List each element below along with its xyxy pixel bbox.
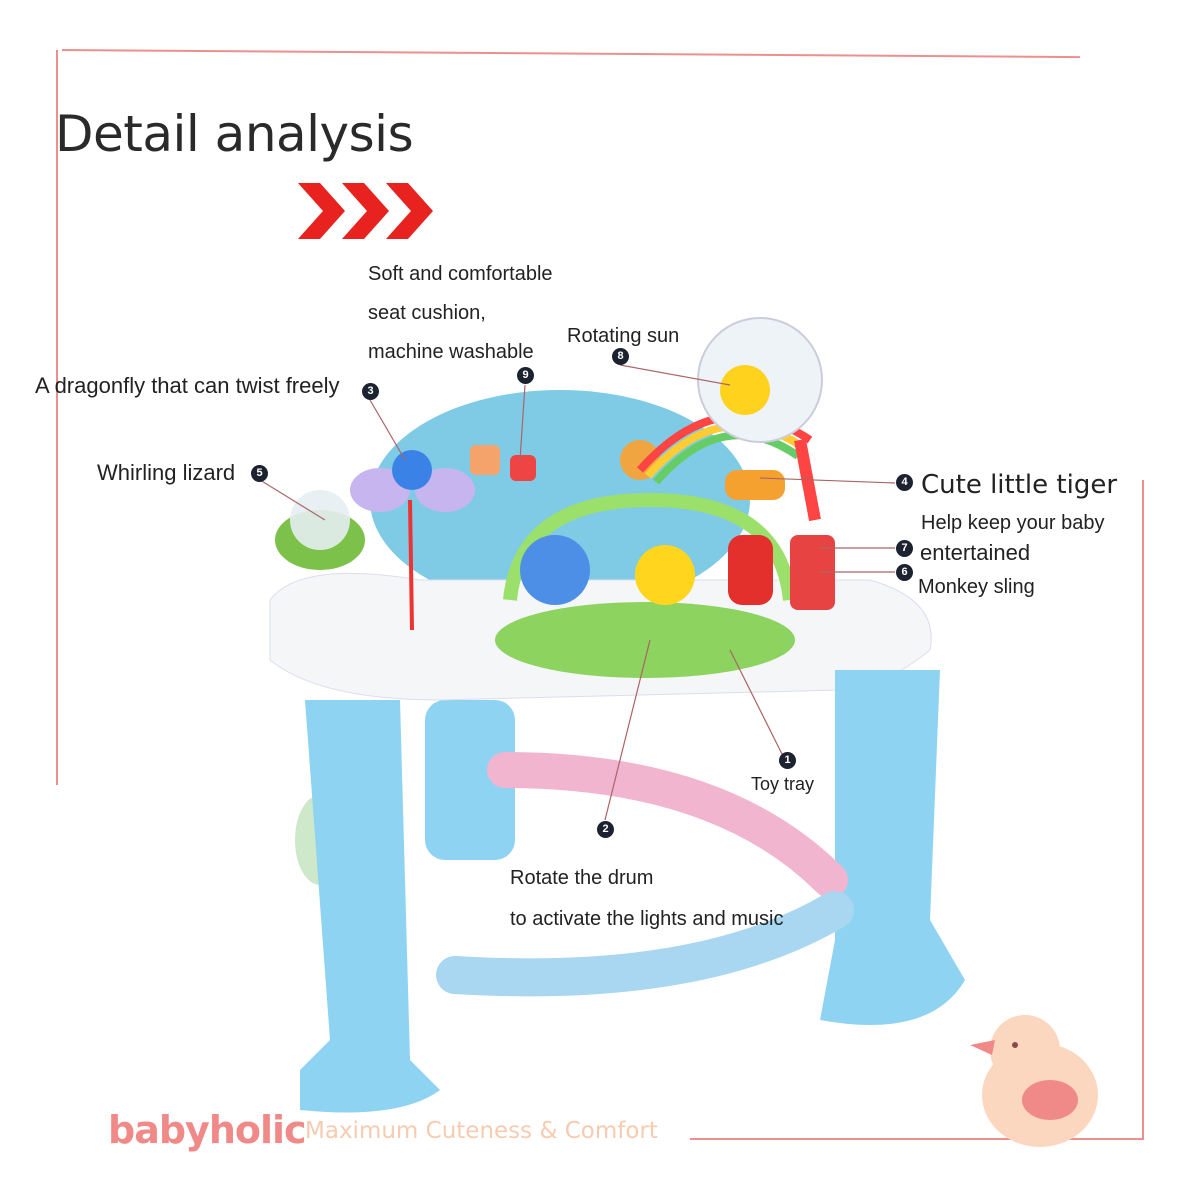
- help-label: Help keep your baby: [921, 512, 1105, 534]
- drum-label-line2: to activate the lights and music: [510, 908, 784, 930]
- frame-right-line: [1142, 480, 1144, 1140]
- rotating-sun-label: Rotating sun: [567, 325, 680, 347]
- badge-seat: 9: [517, 367, 534, 384]
- monkey-label: Monkey sling: [918, 576, 1035, 598]
- dragonfly: [392, 450, 432, 490]
- tiger: [725, 470, 785, 500]
- red-chevron-arrows-icon: [298, 183, 433, 239]
- page-title: Detail analysis: [55, 105, 414, 163]
- monkey: [728, 535, 773, 605]
- frame-bottom-line: [690, 1138, 1144, 1140]
- badge-sun: 8: [612, 348, 629, 365]
- drum-label-line1: Rotate the drum: [510, 867, 654, 889]
- seat-cushion-label-line3: machine washable: [368, 341, 534, 363]
- badge-monkey: 6: [896, 564, 913, 581]
- toy-tray-label: Toy tray: [751, 774, 815, 794]
- badge-entertained: 7: [896, 540, 913, 557]
- duck-logo-icon: [970, 1015, 1098, 1147]
- lizard-label: Whirling lizard: [97, 460, 236, 485]
- seat-cushion-label-line2: seat cushion,: [368, 302, 486, 324]
- frame-left-line: [56, 50, 58, 785]
- blue-padded-ring: [436, 891, 854, 997]
- toy-tray: [495, 602, 795, 678]
- front-left-leg: [300, 700, 440, 1113]
- badge-toy-tray: 1: [779, 752, 796, 769]
- parrot: [635, 545, 695, 605]
- back-leg: [425, 700, 515, 860]
- seat-cushion-label-line1: Soft and comfortable: [368, 263, 553, 285]
- dragonfly-label: A dragonfly that can twist freely: [35, 373, 340, 398]
- brand-slogan: Maximum Cuteness & Comfort: [305, 1118, 658, 1144]
- badge-tiger: 4: [896, 474, 913, 491]
- badge-dragonfly: 3: [362, 383, 379, 400]
- badge-lizard: 5: [251, 465, 268, 482]
- pink-padded-ring: [487, 752, 848, 898]
- tiger-label: Cute little tiger: [921, 470, 1118, 500]
- brand-name: babyholic: [108, 1108, 307, 1152]
- elephant: [520, 535, 590, 605]
- badge-drum: 2: [597, 821, 614, 838]
- front-right-leg: [820, 670, 965, 1025]
- entertained-label: entertained: [920, 540, 1031, 565]
